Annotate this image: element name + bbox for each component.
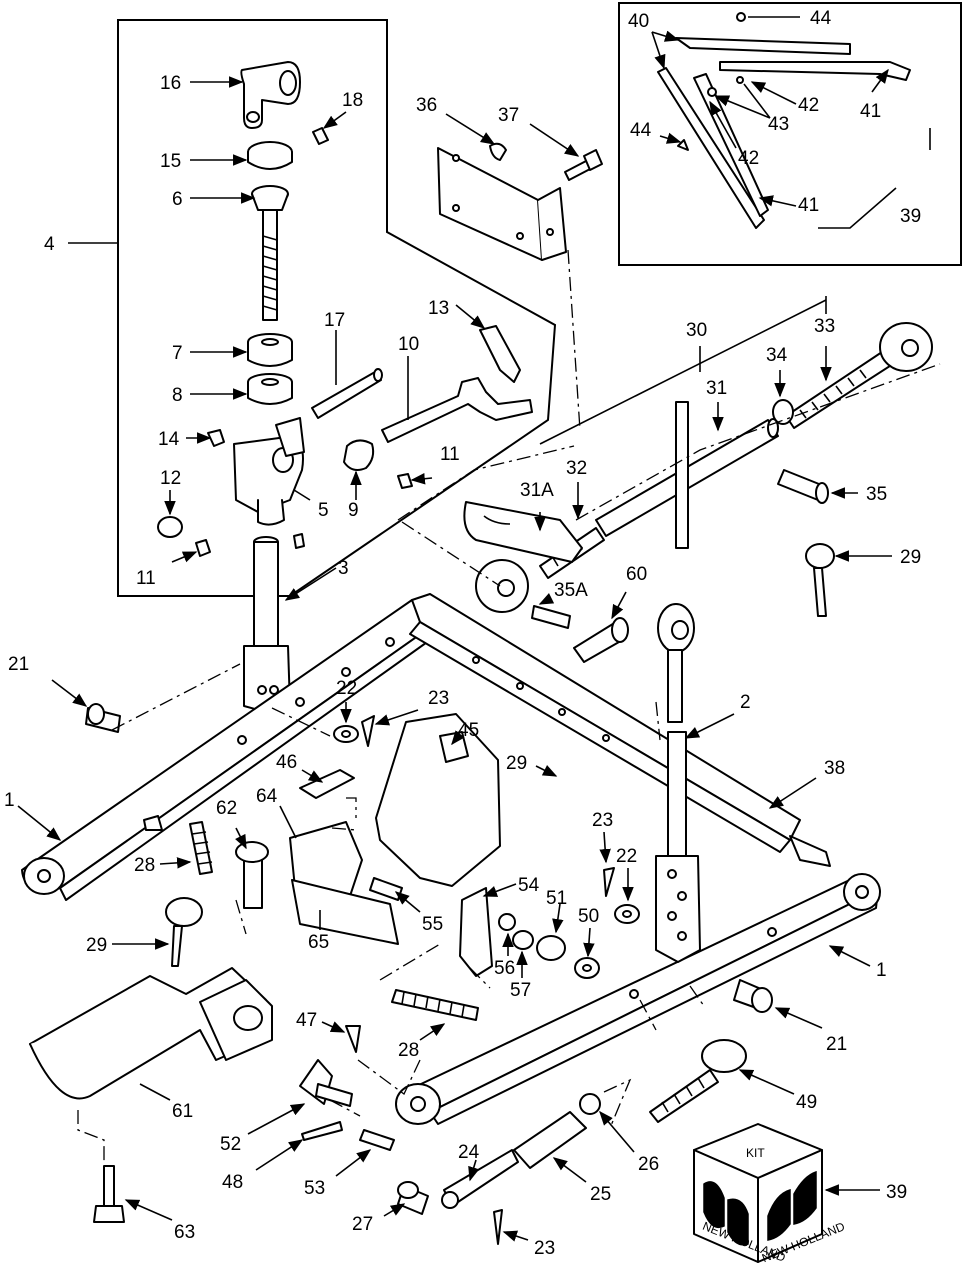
sway-bar-kit-frame: [618, 2, 962, 266]
callout-6: 6: [172, 189, 183, 210]
callout-14: 14: [158, 429, 180, 450]
callout-21-left: 21: [8, 654, 29, 675]
callout-numbers: 16 18 15 6 4 7 8 17 10 13 14 12 11 9 5 1…: [4, 8, 921, 1259]
callout-53: 53: [304, 1178, 325, 1199]
callout-17: 17: [324, 310, 345, 331]
callout-45: 45: [458, 720, 479, 741]
kit-label: KIT: [746, 1146, 765, 1160]
callout-41-right: 41: [860, 101, 881, 122]
callout-21-right: 21: [826, 1034, 847, 1055]
callout-35: 35: [866, 484, 887, 505]
callout-11-upper: 11: [440, 444, 460, 465]
callout-49: 49: [796, 1092, 817, 1113]
callout-60: 60: [626, 564, 647, 585]
callout-16: 16: [160, 73, 181, 94]
callout-12: 12: [160, 468, 181, 489]
callout-31A: 31A: [520, 480, 554, 501]
callout-15: 15: [160, 151, 181, 172]
callout-32: 32: [566, 458, 587, 479]
callout-33: 33: [814, 316, 835, 337]
callout-48: 48: [222, 1172, 243, 1193]
callout-43: 43: [768, 114, 789, 135]
callout-57: 57: [510, 980, 531, 1001]
callout-54: 54: [518, 875, 540, 896]
callout-50: 50: [578, 906, 599, 927]
callout-25: 25: [590, 1184, 611, 1205]
callout-65: 65: [308, 932, 329, 953]
lower-links: [21, 593, 881, 1125]
callout-47: 47: [296, 1010, 317, 1031]
callout-27: 27: [352, 1214, 373, 1235]
callout-37: 37: [498, 105, 519, 126]
callout-34: 34: [766, 345, 788, 366]
callout-1-right: 1: [876, 960, 887, 981]
callout-24: 24: [458, 1142, 480, 1163]
callout-7: 7: [172, 343, 183, 364]
callout-38: 38: [824, 758, 845, 779]
upper-link-assembly: [463, 322, 933, 663]
callout-42-lower: 42: [738, 148, 759, 169]
callout-23-lower: 23: [534, 1238, 555, 1259]
callout-leaders: [17, 16, 931, 1242]
callout-63: 63: [174, 1222, 195, 1243]
callout-29-right: 29: [900, 547, 921, 568]
callout-11-lower: 11: [136, 568, 156, 589]
callout-51: 51: [546, 888, 567, 909]
kit-box: KIT NEW HOLLAND NEW HOLLAND: [693, 1123, 847, 1265]
callout-28-lower: 28: [398, 1040, 419, 1061]
callout-39-box: 39: [900, 206, 921, 227]
callout-31: 31: [706, 378, 727, 399]
callout-26: 26: [638, 1154, 659, 1175]
callout-39-kit: 39: [886, 1182, 907, 1203]
callout-1-left: 1: [4, 790, 15, 811]
callout-9: 9: [348, 500, 359, 521]
mounting-bracket: [437, 142, 603, 261]
callout-13: 13: [428, 298, 449, 319]
callout-52: 52: [220, 1134, 241, 1155]
callout-22-upper: 22: [336, 678, 357, 699]
callout-36: 36: [416, 95, 437, 116]
callout-29-left: 29: [86, 935, 107, 956]
top-link-parts: [157, 61, 533, 713]
callout-22-mid: 22: [616, 846, 637, 867]
callout-23-upper: 23: [428, 688, 449, 709]
top-link-assembly-frame: [68, 19, 557, 597]
callout-2: 2: [740, 692, 751, 713]
callout-44-left: 44: [630, 120, 652, 141]
callout-55: 55: [422, 914, 443, 935]
callout-5: 5: [318, 500, 329, 521]
callout-42-right: 42: [798, 95, 819, 116]
callout-30: 30: [686, 320, 707, 341]
callout-62: 62: [216, 798, 237, 819]
callout-35A: 35A: [554, 580, 588, 601]
callout-46: 46: [276, 752, 297, 773]
callout-3: 3: [338, 558, 349, 579]
callout-10: 10: [398, 334, 419, 355]
assembly-guide-lines: [77, 249, 941, 1162]
drawbar-assembly: [29, 713, 747, 1245]
callout-29-mid: 29: [506, 753, 527, 774]
callout-28-left: 28: [134, 855, 155, 876]
callout-18: 18: [342, 90, 363, 111]
callout-44-top: 44: [810, 8, 832, 29]
callout-40: 40: [628, 11, 649, 32]
callout-41-lower: 41: [798, 195, 819, 216]
callout-8: 8: [172, 385, 183, 406]
callout-4: 4: [44, 234, 55, 255]
callout-64: 64: [256, 786, 278, 807]
callout-61: 61: [172, 1101, 193, 1122]
callout-56: 56: [494, 958, 515, 979]
callout-23-mid: 23: [592, 810, 613, 831]
